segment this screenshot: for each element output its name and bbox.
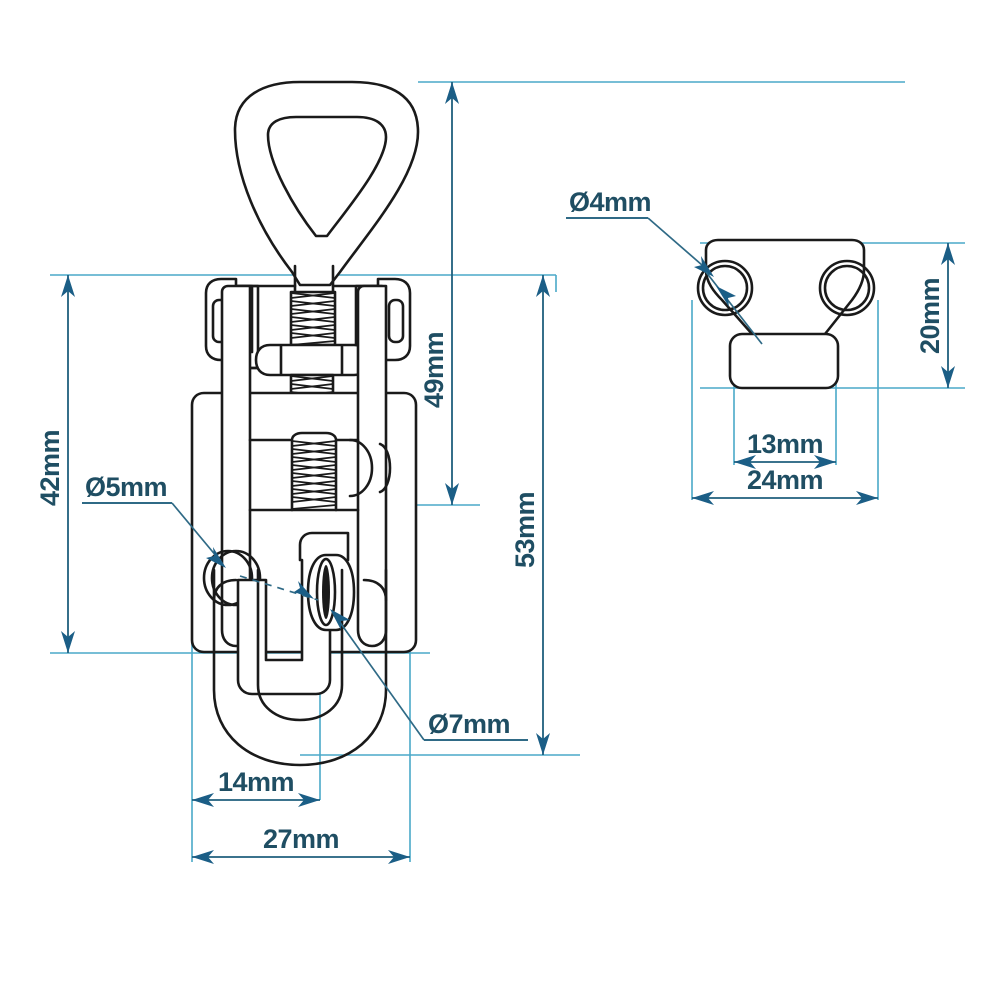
bracket-hole-centerline	[705, 271, 763, 345]
side-boss-arc	[348, 438, 374, 498]
dim-42mm: 42mm	[35, 275, 75, 653]
bracket-hole-left-inner	[701, 264, 749, 312]
dim-label-42: 42mm	[35, 430, 65, 506]
eyelet-hole-outer	[315, 557, 337, 627]
dim-label-14: 14mm	[218, 767, 294, 797]
dim-label-20: 20mm	[915, 278, 945, 354]
bail-left-round	[212, 578, 238, 602]
hook-bail-outer	[212, 568, 388, 767]
dim-label-24: 24mm	[747, 465, 823, 495]
dim-53mm: 53mm	[510, 275, 550, 755]
dim-20mm: 20mm	[915, 243, 955, 388]
dim-14mm: 14mm	[192, 767, 320, 807]
upper-right-ear-slot	[387, 298, 405, 344]
bracket-view-geometry	[696, 238, 876, 390]
dim-label-27: 27mm	[263, 824, 339, 854]
upper-nut	[254, 343, 370, 377]
dim-label-d7: Ø7mm	[428, 709, 510, 739]
pivot-centerline	[239, 575, 319, 601]
dim-27mm: 27mm	[192, 824, 410, 864]
dim-label-d5: Ø5mm	[85, 472, 167, 502]
dim-label-d4: Ø4mm	[569, 187, 651, 217]
main-view-geometry	[190, 80, 420, 767]
dim-label-53: 53mm	[510, 492, 540, 568]
dim-24mm: 24mm	[692, 465, 878, 505]
bracket-hole-left-outer	[696, 259, 754, 317]
upper-screw-threads	[290, 292, 336, 346]
eyelet-hole-inner	[322, 565, 330, 619]
handle-inner-cutout	[266, 115, 388, 238]
dim-label-13: 13mm	[747, 429, 823, 459]
bracket-hole-right-inner	[823, 264, 871, 312]
dim-d7mm: Ø7mm	[330, 609, 528, 741]
dim-d4mm: Ø4mm	[566, 187, 714, 277]
dim-d5mm: Ø5mm	[82, 472, 226, 568]
bail-right-round	[362, 578, 388, 602]
dim-49mm: 49mm	[419, 82, 459, 505]
pivot-ring-inner	[210, 549, 262, 607]
hook-bail-inner	[256, 568, 344, 722]
side-boss-arc-outer	[378, 442, 392, 494]
dim-13mm: 13mm	[734, 429, 836, 469]
bracket-hole-right-outer	[818, 259, 876, 317]
lower-screw-threads	[291, 440, 337, 510]
handle-outer	[233, 80, 420, 287]
dim-label-49: 49mm	[419, 332, 449, 408]
pivot-ring-outer	[202, 549, 254, 607]
bracket-catch-block	[728, 332, 840, 390]
